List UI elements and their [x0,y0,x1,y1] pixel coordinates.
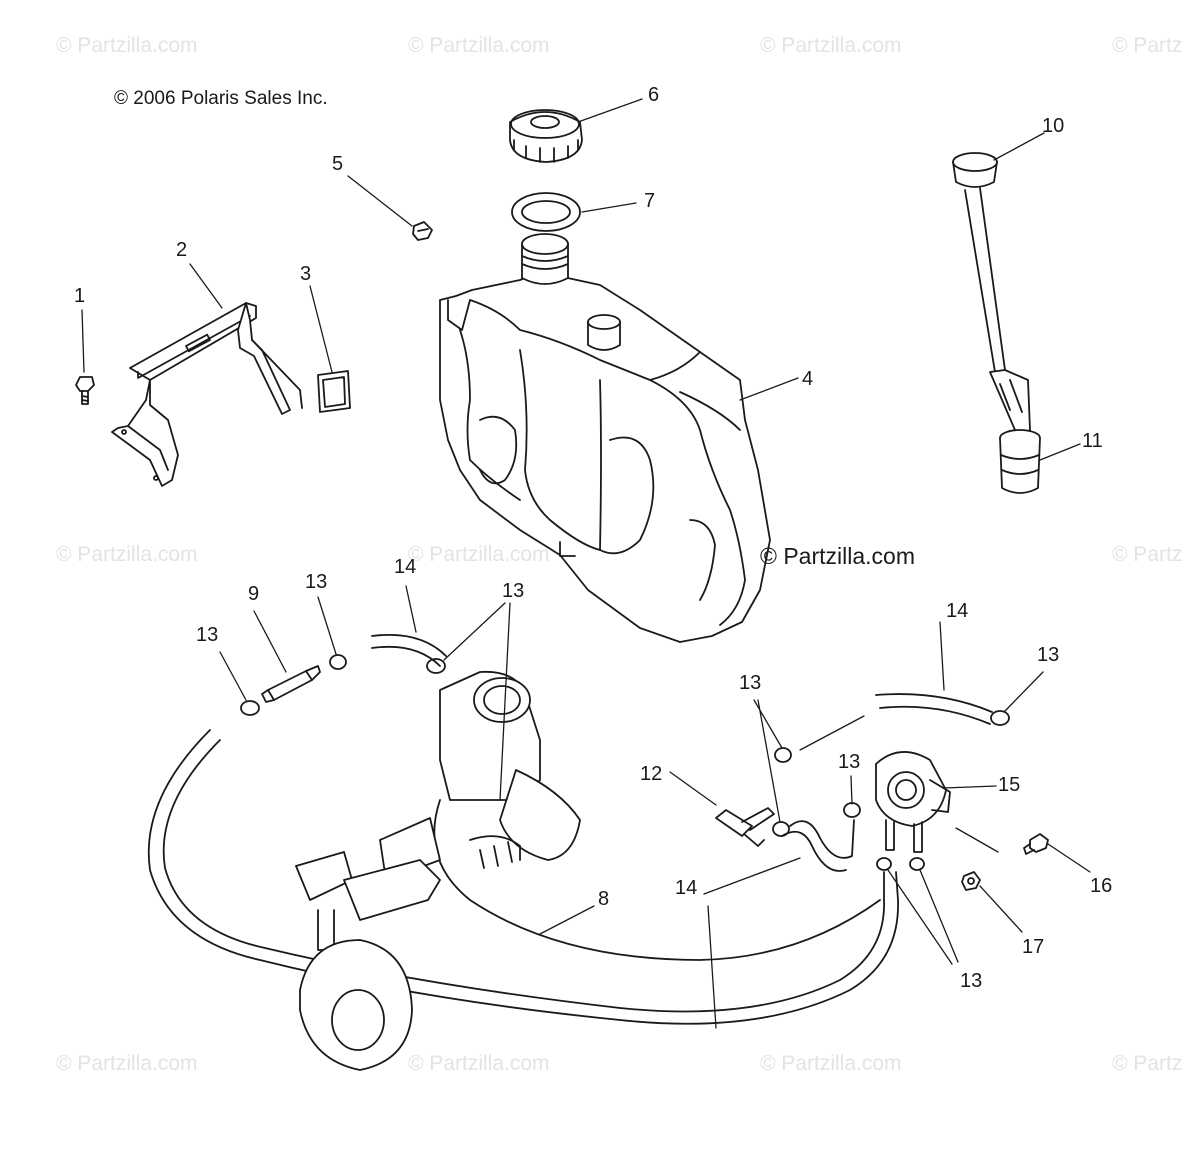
site-watermark: © Partzilla.com [760,543,915,569]
part-7-seal-ring [511,192,581,232]
callout-5: 5 [332,153,343,175]
callout-13: 13 [838,751,860,773]
part-4-fuel-tank [439,233,771,643]
watermark: © Partzilla.com [760,34,902,57]
part-10-fuel-sender [952,152,1031,434]
callout-13: 13 [960,970,982,992]
callout-labels: 1 2 3 4 5 6 7 8 9 10 11 12 13 13 13 13 1… [74,84,1112,992]
part-6-fuel-cap [509,109,583,163]
callout-13: 13 [502,580,524,602]
callout-13: 13 [305,571,327,593]
callout-9: 9 [248,583,259,605]
watermark: © Partzilla.com [760,1052,902,1075]
part-16-bolt [1023,833,1049,855]
part-12-tee-fitting [715,807,775,847]
callout-8: 8 [598,888,609,910]
part-11-grommet [999,429,1041,494]
callout-2: 2 [176,239,187,261]
callout-6: 6 [648,84,659,106]
callout-14: 14 [675,877,697,899]
carburetor-assembly [295,670,581,1071]
watermark: © Partz [1112,543,1183,566]
part-3-pad [317,370,351,413]
callout-13: 13 [196,624,218,646]
callout-3: 3 [300,263,311,285]
callout-16: 16 [1090,875,1112,897]
part-14-hose [371,633,993,961]
watermark: © Partzilla.com [408,1052,550,1075]
callout-1: 1 [74,285,85,307]
part-8-fuel-line [147,729,899,1025]
watermark: © Partz [1112,34,1183,57]
part-15-fuel-pump [875,751,951,853]
callout-14: 14 [946,600,968,622]
callout-11: 11 [1082,430,1103,452]
callout-13: 13 [1037,644,1059,666]
callout-13: 13 [739,672,761,694]
part-17-nut [961,871,981,891]
callout-17: 17 [1022,936,1044,958]
part-9-fuel-filter [261,665,321,703]
watermark: © Partzilla.com [56,543,198,566]
watermark: © Partzilla.com [56,1052,198,1075]
copyright-notice: © 2006 Polaris Sales Inc. [114,88,328,109]
part-1-bolt [75,376,95,405]
callout-15: 15 [998,774,1020,796]
watermark: © Partzilla.com [408,34,550,57]
callout-7: 7 [644,190,655,212]
callout-12: 12 [640,763,662,785]
part-13-clamp [240,654,1010,871]
watermark: © Partz [1112,1052,1183,1075]
callout-10: 10 [1042,115,1064,137]
callout-14: 14 [394,556,416,578]
leader-lines [81,98,1091,1029]
part-5-screw [412,221,433,241]
part-2-bracket [111,302,303,487]
watermark: © Partzilla.com [56,34,198,57]
watermark: © Partzilla.com [408,543,550,566]
callout-4: 4 [802,368,813,390]
